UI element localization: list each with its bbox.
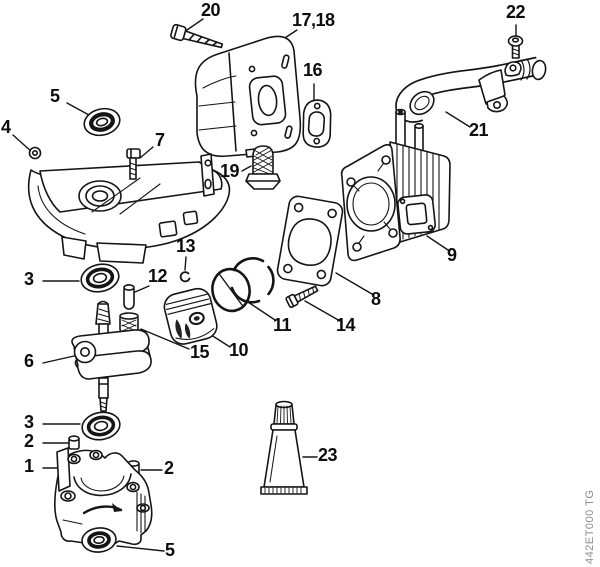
oil-seal-bottom-illustration bbox=[81, 527, 117, 553]
sealant-tube-illustration bbox=[260, 400, 308, 495]
screw-22-illustration bbox=[507, 35, 524, 59]
piston-illustration bbox=[163, 287, 218, 345]
oil-seal-top-illustration bbox=[83, 107, 121, 137]
callout-2-right: 2 bbox=[164, 458, 174, 478]
callout-23: 23 bbox=[318, 445, 338, 465]
diagram-code-watermark: 442ET000 TG bbox=[584, 489, 596, 564]
leader-lines bbox=[12, 18, 517, 552]
callout-6: 6 bbox=[24, 351, 34, 371]
callout-2-left: 2 bbox=[24, 431, 34, 451]
wrist-pin-illustration bbox=[123, 284, 135, 310]
callout-14: 14 bbox=[336, 315, 356, 335]
callout-20: 20 bbox=[201, 0, 221, 20]
muffler-illustration bbox=[194, 35, 302, 158]
needle-bearing-illustration bbox=[119, 312, 139, 334]
exhaust-pipe-illustration bbox=[395, 56, 547, 123]
callout-13: 13 bbox=[176, 236, 196, 256]
circlip-illustration bbox=[179, 271, 191, 283]
bearing-3-top-illustration bbox=[80, 263, 120, 293]
callout-10: 10 bbox=[229, 340, 249, 360]
dowel-pin-left-illustration bbox=[68, 435, 80, 450]
callout-21: 21 bbox=[469, 120, 489, 140]
crankcase-illustration bbox=[54, 447, 153, 548]
callout-12: 12 bbox=[148, 266, 168, 286]
callout-5-bottom: 5 bbox=[165, 540, 175, 560]
cylinder-illustration bbox=[340, 108, 451, 262]
screw-20-illustration bbox=[170, 23, 224, 49]
callout-15: 15 bbox=[190, 342, 210, 362]
callout-5-top: 5 bbox=[50, 86, 60, 106]
callout-17-18: 17,18 bbox=[292, 10, 335, 30]
piston-rings-illustration bbox=[211, 257, 275, 313]
spark-arrestor-screen-illustration bbox=[245, 145, 281, 190]
callout-11: 11 bbox=[273, 315, 292, 335]
fan-housing-illustration bbox=[27, 146, 231, 264]
callout-3-bottom: 3 bbox=[24, 412, 34, 432]
crankshaft-illustration bbox=[71, 300, 152, 412]
screw-7-illustration bbox=[126, 148, 141, 180]
bearing-3-bottom-illustration bbox=[81, 411, 121, 441]
cylinder-gasket-illustration bbox=[276, 195, 344, 287]
callout-8: 8 bbox=[371, 289, 381, 309]
callout-9: 9 bbox=[447, 245, 457, 265]
callout-19: 19 bbox=[220, 161, 240, 181]
callout-3-top: 3 bbox=[24, 269, 34, 289]
muffler-gasket-illustration bbox=[302, 99, 332, 148]
callout-7: 7 bbox=[155, 130, 165, 150]
callout-4: 4 bbox=[1, 117, 11, 137]
callout-1: 1 bbox=[24, 456, 34, 476]
screw-14-illustration bbox=[285, 285, 319, 309]
callout-22: 22 bbox=[506, 2, 526, 22]
callout-16: 16 bbox=[303, 60, 323, 80]
